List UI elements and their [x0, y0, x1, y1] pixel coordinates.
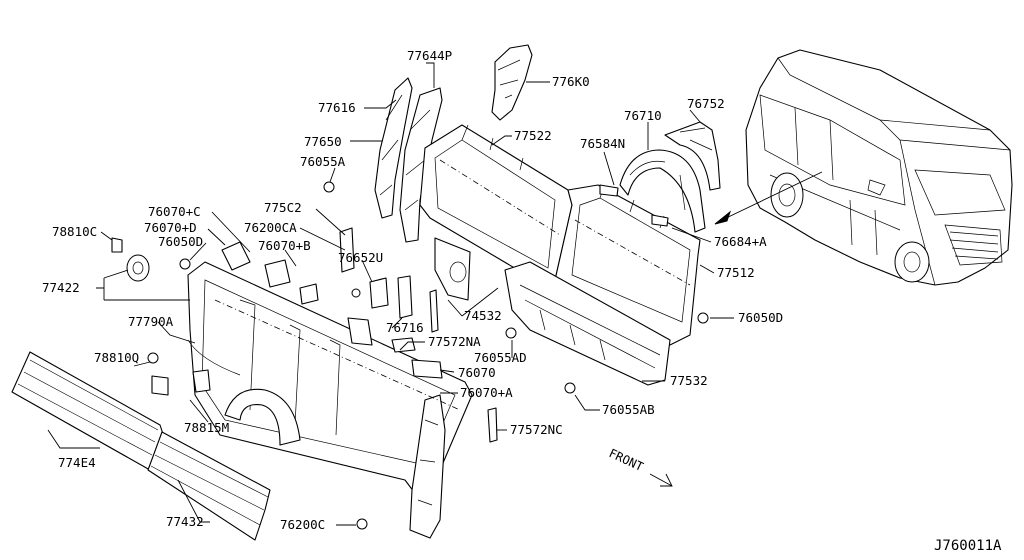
callout-76200ca[interactable]: 76200CA	[244, 220, 297, 235]
callout-76716[interactable]: 76716	[386, 320, 424, 335]
callout-76070c[interactable]: 76070+C	[148, 204, 201, 219]
callout-76050d-right[interactable]: 76050D	[738, 310, 783, 325]
callout-775c2[interactable]: 775C2	[264, 200, 302, 215]
callout-76055a[interactable]: 76055A	[300, 154, 346, 169]
drawing-code: J760011A	[934, 538, 1002, 554]
callout-74532[interactable]: 74532	[464, 308, 502, 323]
callout-76200c[interactable]: 76200C	[280, 517, 325, 532]
callout-77616[interactable]: 77616	[318, 100, 356, 115]
front-indicator: FRONT	[607, 446, 673, 487]
front-label: FRONT	[607, 446, 646, 474]
rear-body-panel	[419, 124, 701, 386]
callout-78810c[interactable]: 78810C	[52, 224, 97, 239]
callout-77650[interactable]: 77650	[304, 134, 342, 149]
callout-774e4[interactable]: 774E4	[58, 455, 96, 470]
callout-76050d-left[interactable]: 76050D	[158, 234, 203, 249]
leader-lines	[47, 62, 734, 526]
upper-pillar-parts	[374, 44, 533, 243]
callout-76752[interactable]: 76752	[687, 96, 725, 111]
callout-77422[interactable]: 77422	[42, 280, 80, 295]
callout-76584n[interactable]: 76584N	[580, 136, 625, 151]
side-panel-outer	[187, 261, 473, 539]
callout-76070[interactable]: 76070	[458, 365, 496, 380]
callout-77532[interactable]: 77532	[670, 373, 708, 388]
callout-77572nc[interactable]: 77572NC	[510, 422, 563, 437]
lower-garnish-parts	[11, 351, 271, 541]
callout-76070b[interactable]: 76070+B	[258, 238, 311, 253]
callout-77790a[interactable]: 77790A	[128, 314, 174, 329]
callout-77432[interactable]: 77432	[166, 514, 204, 529]
callout-76070a[interactable]: 76070+A	[460, 385, 513, 400]
callout-76710[interactable]: 76710	[624, 108, 662, 123]
callout-77572na[interactable]: 77572NA	[428, 334, 481, 349]
small-brackets	[111, 181, 709, 530]
callout-76684a[interactable]: 76684+A	[714, 234, 767, 249]
callout-77512[interactable]: 77512	[717, 265, 755, 280]
callout-76070d[interactable]: 76070+D	[144, 220, 197, 235]
van-illustration	[745, 49, 1013, 286]
callout-77522[interactable]: 77522	[514, 128, 552, 143]
callout-77644p[interactable]: 77644P	[407, 48, 452, 63]
callout-labels: 77644P 776K0 77616 77522 76710 76752 776…	[42, 48, 783, 532]
callout-776k0[interactable]: 776K0	[552, 74, 590, 89]
callout-76055ad[interactable]: 76055AD	[474, 350, 527, 365]
wheel-arch-parts	[619, 121, 721, 233]
callout-76652u[interactable]: 76652U	[338, 250, 383, 265]
callout-76055ab[interactable]: 76055AB	[602, 402, 655, 417]
locator-arrow	[714, 171, 823, 225]
callout-78815m[interactable]: 78815M	[184, 420, 229, 435]
callout-78810q[interactable]: 78810Q	[94, 350, 139, 365]
